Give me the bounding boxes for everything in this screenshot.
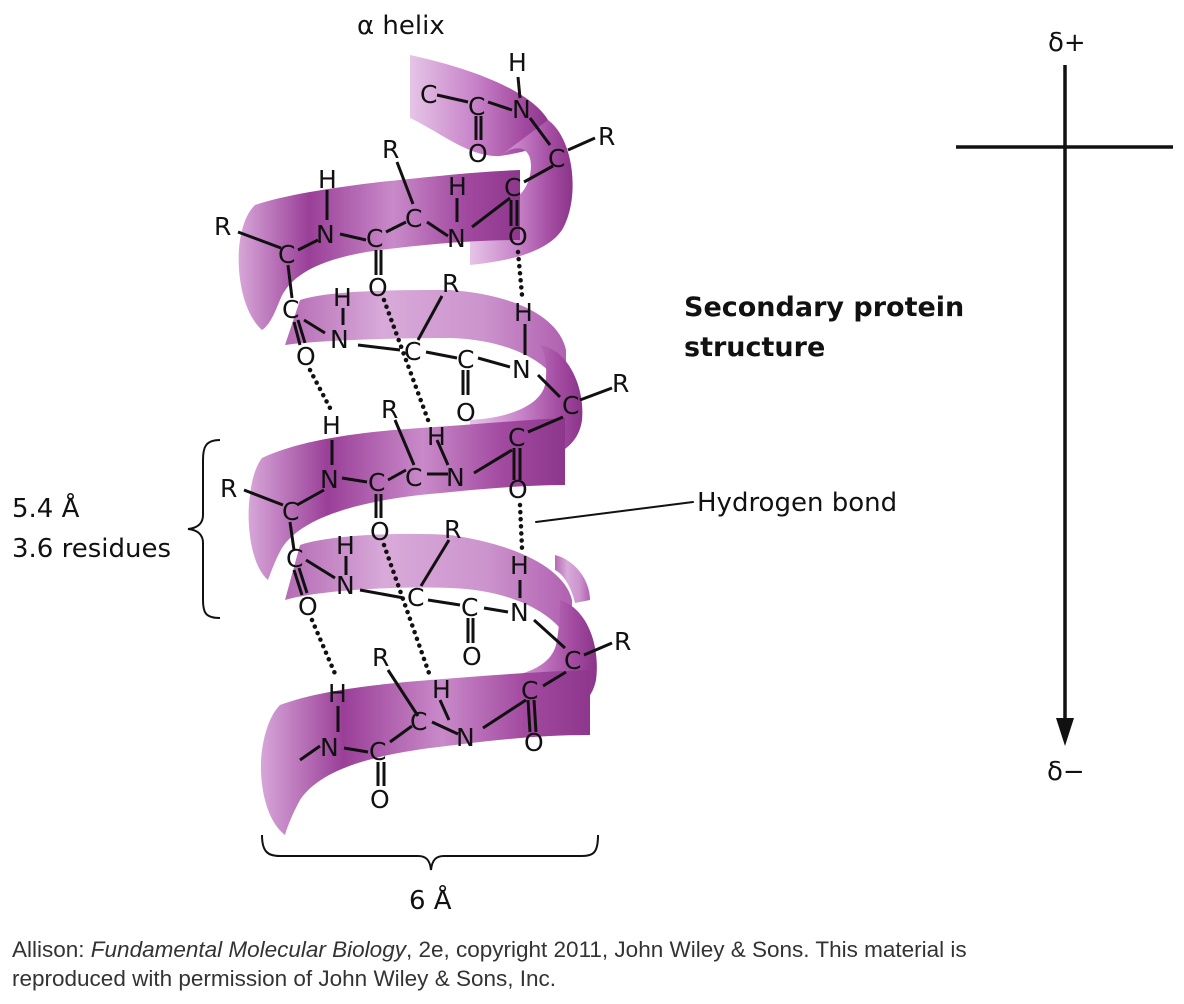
atom-label: C [286, 544, 303, 573]
atom-label: C [562, 391, 579, 420]
atom-label: R [444, 515, 461, 544]
atom-label: H [508, 48, 527, 77]
atom-label: H [432, 675, 451, 704]
atom-label: H [322, 411, 341, 440]
atom-label: C [368, 468, 385, 497]
ribbon-segment [248, 418, 565, 580]
atom-label: C [564, 646, 581, 675]
atom-label: C [282, 295, 299, 324]
credit-author: Allison: [12, 937, 91, 962]
atom-label: C [369, 737, 386, 766]
copyright-credit: Allison: Fundamental Molecular Biology, … [12, 935, 1172, 993]
helix-title: α helix [357, 11, 445, 41]
atom-label: C [405, 463, 422, 492]
backbone-bonds [237, 76, 613, 786]
atom-label: N [316, 220, 335, 249]
atom-label: R [220, 474, 237, 503]
credit-line2: reproduced with permission of John Wiley… [12, 966, 556, 991]
atom-label: R [598, 122, 615, 151]
atom-label: C [548, 144, 565, 173]
atom-label: C [366, 224, 383, 253]
credit-book-title: Fundamental Molecular Biology [90, 937, 406, 962]
atom-label: N [512, 95, 531, 124]
atom-label: C [407, 583, 424, 612]
atom-label: N [447, 224, 466, 253]
atom-label: H [514, 298, 533, 327]
atom-label: O [508, 222, 528, 251]
pitch-bracket [187, 439, 221, 619]
atom-label: C [410, 707, 427, 736]
section-title-line1: Secondary protein [684, 292, 964, 323]
atom-label: O [368, 273, 388, 302]
atom-label: C [457, 345, 474, 374]
width-bracket [261, 834, 599, 871]
atom-label: C [404, 337, 421, 366]
atom-label: C [282, 497, 299, 526]
ribbon-segment [410, 55, 552, 157]
atom-label: N [330, 325, 349, 354]
atom-label: O [456, 398, 476, 427]
dipole-arrow [956, 65, 1173, 746]
atom-labels: C C H N O C R C O H N C R C O H N C R C … [214, 48, 631, 814]
hydrogen-bonds [307, 249, 694, 679]
atom-label: H [318, 165, 337, 194]
ribbon-segment [555, 555, 590, 603]
atom-label: H [336, 531, 355, 560]
ribbon-segment [285, 533, 572, 650]
atom-label: R [214, 212, 231, 241]
atom-label: C [468, 92, 485, 121]
atom-label: R [372, 643, 389, 672]
atom-label: H [427, 422, 446, 451]
pitch-label-residues: 3.6 residues [12, 534, 171, 564]
atom-label: O [370, 785, 390, 814]
atom-label: N [336, 571, 355, 600]
atom-label: R [381, 395, 398, 424]
atom-label: R [382, 135, 399, 164]
atom-label: N [510, 598, 529, 627]
atom-label: O [508, 475, 528, 504]
atom-label: H [510, 551, 529, 580]
atom-label: H [328, 679, 347, 708]
atom-label: H [448, 172, 467, 201]
atom-label: O [462, 642, 482, 671]
credit-line1-rest: , 2e, copyright 2011, John Wiley & Sons.… [405, 937, 967, 962]
atom-label: O [296, 342, 316, 371]
atom-label: R [614, 627, 631, 656]
atom-label: N [320, 465, 339, 494]
pitch-label-distance: 5.4 Å [12, 492, 80, 524]
atom-label: C [461, 593, 478, 622]
atom-label: C [504, 173, 521, 202]
atom-label: C [278, 240, 295, 269]
atom-label: N [512, 355, 531, 384]
dipole-positive-label: δ+ [1048, 28, 1086, 58]
atom-label: N [446, 463, 465, 492]
hydrogen-bond-label: Hydrogen bond [697, 488, 897, 518]
atom-label: O [468, 139, 488, 168]
atom-label: O [298, 592, 318, 621]
section-title-line2: structure [684, 332, 825, 363]
atom-label: R [612, 369, 629, 398]
ribbon-segment [285, 290, 566, 400]
helix-ribbon [238, 55, 597, 835]
dipole-negative-label: δ− [1047, 757, 1085, 787]
atom-label: C [508, 423, 525, 452]
width-label: 6 Å [409, 884, 452, 916]
atom-label: C [521, 676, 538, 705]
atom-label: C [405, 204, 422, 233]
atom-label: C [420, 80, 437, 109]
atom-label: N [456, 723, 475, 752]
atom-label: R [442, 269, 459, 298]
ribbon-segment [238, 170, 520, 330]
atom-label: N [320, 733, 339, 762]
atom-label: H [333, 283, 352, 312]
atom-label: O [370, 517, 390, 546]
atom-label: O [524, 728, 544, 757]
